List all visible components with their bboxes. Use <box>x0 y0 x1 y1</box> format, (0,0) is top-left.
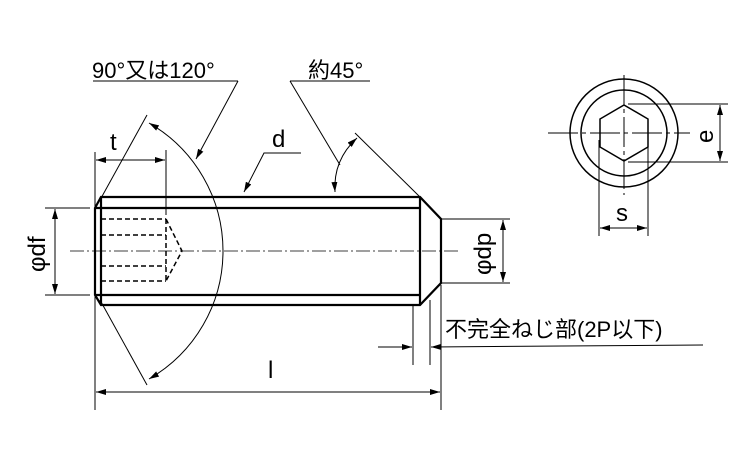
angle-point-label: 90°又は120° <box>92 58 215 83</box>
dp-dimension: φdp <box>442 218 510 284</box>
d-label: d <box>272 126 285 153</box>
t-dimension: t <box>94 129 167 410</box>
s-label: s <box>616 200 628 227</box>
angle-chamfer-label: 約45° <box>308 58 363 83</box>
incomplete-thread-dimension: 不完全ねじ部(2P以下) <box>378 300 704 365</box>
df-label: φdf <box>24 236 51 272</box>
hex-socket-hidden-lines <box>101 218 183 282</box>
point-angle-dimension: 90°又は120° <box>92 58 239 386</box>
l-label: l <box>268 357 273 384</box>
dp-label: φdp <box>470 233 497 275</box>
chamfer-angle-dimension: 約45° <box>289 58 421 198</box>
d-dimension: d <box>243 126 301 193</box>
t-label: t <box>110 129 117 156</box>
screw-side-view <box>70 195 460 307</box>
df-dimension: φdf <box>24 207 90 296</box>
e-label: e <box>692 130 719 143</box>
screw-end-view: e s <box>548 75 728 236</box>
incomplete-thread-label: 不完全ねじ部(2P以下) <box>445 317 663 342</box>
